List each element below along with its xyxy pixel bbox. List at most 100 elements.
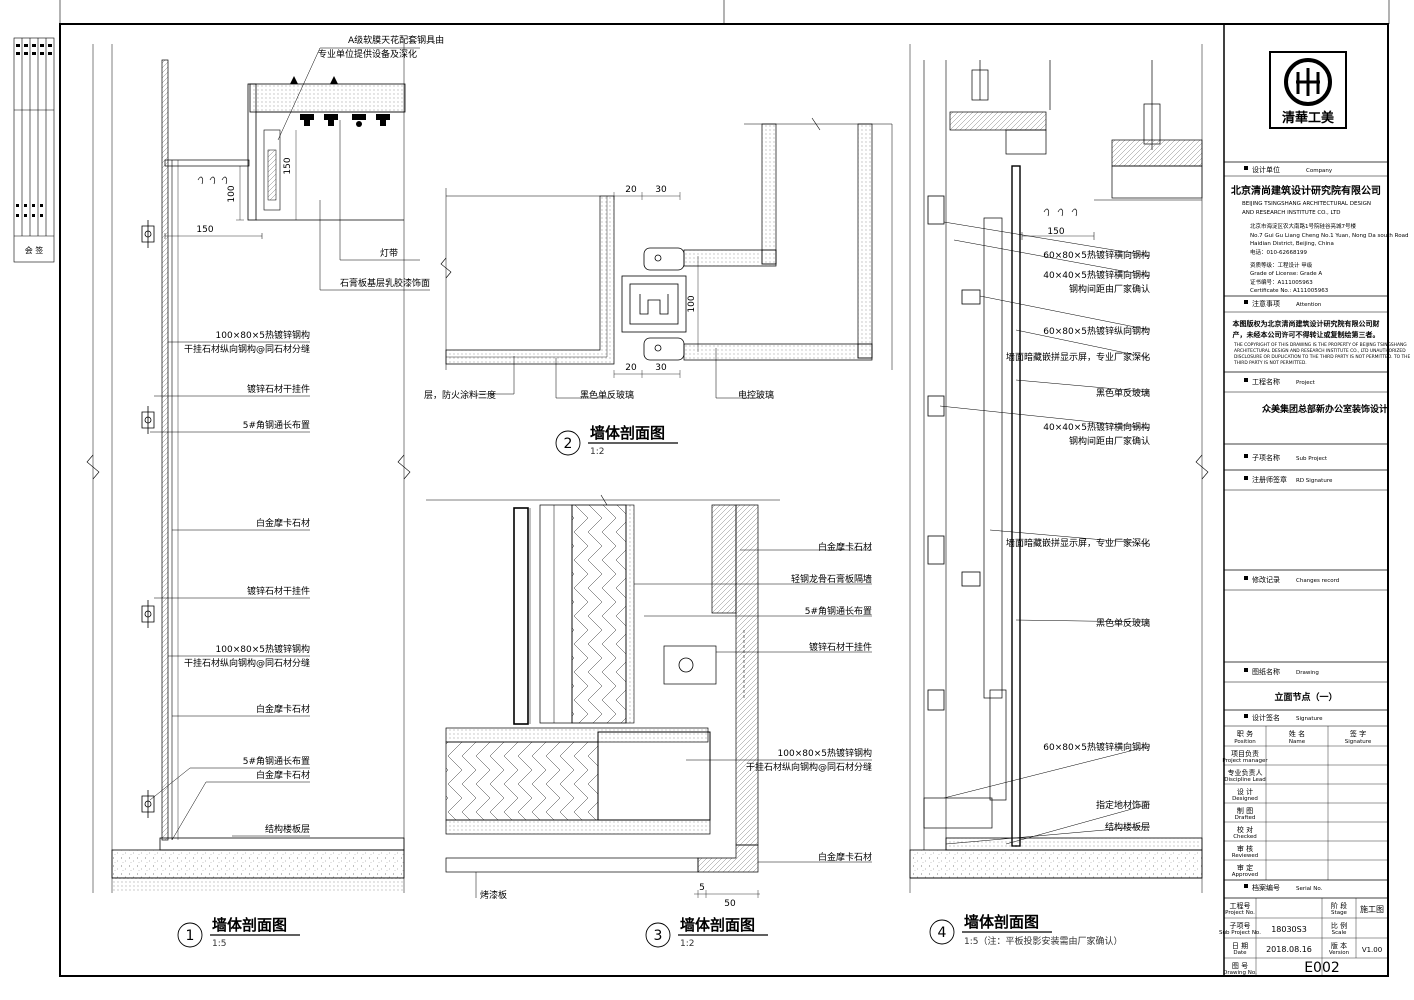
detail-2-title: 2 墙体剖面图 1:2 (555, 424, 678, 457)
drawing-no-label-en: Drawing No. (1223, 970, 1257, 976)
detail-4-label: 墙面暗藏嵌拼显示屏，专业厂家深化 (1006, 351, 1150, 363)
detail-1-dim-c: 150 (283, 157, 293, 174)
version-value: V1.00 (1362, 946, 1382, 954)
detail-3-title: 3 墙体剖面图 1:2 (645, 916, 768, 949)
detail-4-title-text: 墙体剖面图 (964, 913, 1039, 931)
detail-1-label: 5#角钢通长布置 (243, 419, 310, 431)
sig-header-en: Position (1234, 739, 1256, 745)
project-name: 众美集团总部新办公室装饰设计 (1262, 403, 1388, 415)
date-value: 2018.08.16 (1266, 945, 1312, 954)
detail-1-dims: 150 100 150 (196, 157, 293, 235)
detail-1-label: 干挂石材纵向钢构@同石材分缝 (184, 657, 310, 669)
detail-4-dim: 150 (1047, 227, 1064, 237)
drawing-label-en: Drawing (1296, 670, 1319, 676)
attention-text-en: THIRD PARTY IS NOT PERMITTED. (1233, 360, 1307, 366)
stage-label-en: Stage (1331, 910, 1348, 916)
detail-3-drawing (426, 494, 872, 898)
detail-3-label: 干挂石材纵向钢构@同石材分缝 (746, 761, 872, 773)
detail-3-dim: 5 (699, 883, 705, 893)
sig-role-en: Project manager (1222, 758, 1268, 764)
sig-role-en: Discipline Lead (1224, 777, 1266, 783)
detail-4-title: 4 墙体剖面图 1:5（注：平板投影安装需由厂家确认） (929, 913, 1123, 947)
detail-2-dim: 30 (655, 185, 667, 195)
sig-role: 校 对 (1237, 825, 1253, 834)
detail-2-dim: 20 (625, 363, 637, 373)
detail-4-number: 4 (938, 925, 947, 941)
detail-4-label: 指定地材饰面 (1096, 799, 1150, 811)
sig-role: 设 计 (1237, 787, 1253, 796)
detail-3-scale: 1:2 (680, 939, 694, 949)
detail-1-title-text: 墙体剖面图 (212, 916, 287, 934)
detail-2-drawing (440, 117, 893, 399)
signature-label-en: Signature (1296, 716, 1323, 722)
detail-1-label: 5#角钢通长布置 (243, 755, 310, 767)
detail-2-dim: 30 (655, 363, 667, 373)
detail-1-label: 100×80×5热镀锌钢构 (216, 643, 310, 655)
company-phone: 电话：010-62668199 (1250, 248, 1307, 256)
detail-4-scale: 1:5（注：平板投影安装需由厂家确认） (964, 935, 1123, 947)
license-grade: 资质等级：工程设计 甲级 (1250, 261, 1313, 269)
company-label-en: Company (1306, 168, 1333, 174)
detail-3-label: 镀锌石材干挂件 (809, 641, 872, 653)
company-address-en: No.7 Gui Gu Liang Cheng No.1 Yuan, Nong … (1250, 233, 1408, 239)
sig-role: 专业负责人 (1228, 768, 1263, 777)
detail-1-drawing (86, 44, 430, 893)
detail-4-labels: 60×80×5热镀锌横向钢构 40×40×5热镀锌横向钢构 钢构间距由厂家确认 … (1006, 249, 1150, 833)
detail-4-label: 40×40×5热镀锌横向钢构 (1043, 269, 1150, 281)
serial-label: 档案编号 (1252, 883, 1280, 892)
detail-3-label: 5#角钢通长布置 (805, 605, 872, 617)
sig-header: 职 务 (1237, 729, 1253, 738)
detail-2-label: 电控玻璃 (738, 389, 774, 401)
detail-3-dims: 5 50 (699, 883, 736, 909)
detail-1-scale: 1:5 (212, 939, 226, 949)
date-label-en: Date (1233, 950, 1247, 956)
project-no-label: 工程号 (1230, 901, 1251, 910)
stage-label: 阶 段 (1331, 901, 1347, 910)
detail-4-label: 墙面暗藏嵌拼显示屏，专业厂家深化 (1006, 537, 1150, 549)
detail-4-label: 60×80×5热镀锌横向钢构 (1043, 249, 1150, 261)
version-label: 版 本 (1331, 941, 1347, 950)
detail-4-label: 钢构间距由厂家确认 (1069, 283, 1150, 295)
cert-number: 证书编号：A111005963 (1250, 278, 1313, 286)
serial-label-en: Serial No. (1296, 886, 1323, 892)
date-label: 日 期 (1232, 942, 1248, 950)
sig-header-en: Signature (1345, 739, 1372, 745)
sig-role-en: Approved (1232, 872, 1258, 878)
detail-4-label: 黑色单反玻璃 (1096, 617, 1150, 629)
license-grade-en: Grade of License: Grade A (1250, 271, 1322, 277)
sig-role: 制 图 (1237, 806, 1253, 815)
scale-label: 比 例 (1331, 921, 1347, 930)
countersign-marks (16, 44, 52, 217)
changes-label-en: Changes record (1296, 578, 1339, 584)
sub-no-label-en: Sub Project No. (1219, 930, 1261, 936)
company-name-en: AND RESEARCH INSTITUTE CO., LTD (1242, 210, 1340, 216)
detail-1-label: 白金摩卡石材 (256, 517, 310, 529)
attention-label-en: Attention (1296, 302, 1322, 308)
title-block-grid (1224, 161, 1388, 976)
detail-2-labels: 层，防火涂料三度 黑色单反玻璃 电控玻璃 (424, 389, 774, 401)
detail-2-title-text: 墙体剖面图 (590, 424, 665, 442)
sig-role-en: Checked (1233, 834, 1257, 840)
attention-text: 产，未经本公司许可不得转让或复制绘第三者。 (1233, 330, 1380, 339)
sheet-frame (59, 0, 1390, 977)
countersign-table (13, 37, 55, 263)
drawing-no-label: 图 号 (1232, 962, 1248, 970)
sig-role-en: Designed (1232, 796, 1258, 802)
detail-1-label: 镀锌石材干挂件 (247, 585, 310, 597)
project-label: 工程名称 (1252, 377, 1280, 386)
detail-3-label: 白金摩卡石材 (818, 541, 872, 553)
project-no-label-en: Project No. (1225, 910, 1255, 916)
detail-1-dim-b: 100 (227, 185, 237, 202)
detail-1-label: 镀锌石材干挂件 (247, 383, 310, 395)
detail-1-label: 白金摩卡石材 (256, 703, 310, 715)
sig-role: 审 定 (1237, 863, 1253, 872)
detail-2-label: 黑色单反玻璃 (580, 389, 634, 401)
project-label-en: Project (1296, 380, 1316, 386)
detail-4-label: 结构楼板层 (1105, 821, 1150, 833)
countersign-label: 会 签 (25, 245, 44, 255)
drawing-number: E002 (1304, 960, 1340, 976)
scale-label-en: Scale (1332, 930, 1347, 936)
company-label: 设计单位 (1252, 165, 1280, 174)
company-logo: 清華工美 (1269, 51, 1347, 129)
detail-1-label: A级软膜天花配套钢具由 (348, 34, 444, 46)
